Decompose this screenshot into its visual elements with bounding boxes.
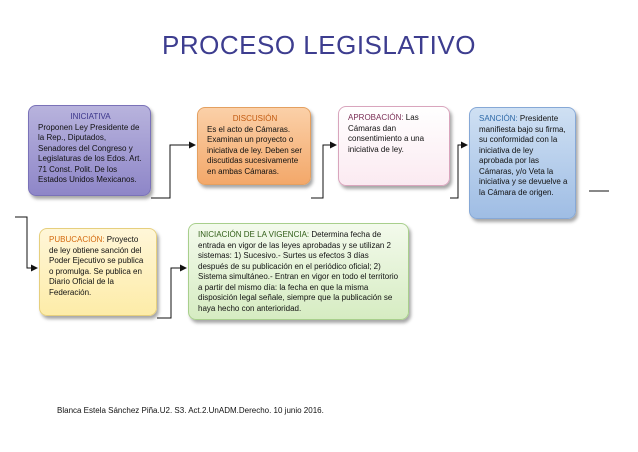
node-iniciativa-head: INICIATIVA xyxy=(70,112,111,121)
node-publicacion-text: Proyecto de ley obtiene sanción del Pode… xyxy=(49,235,144,297)
edge-discusion-aprobacion xyxy=(311,141,337,199)
edge-sancion-publicacion xyxy=(15,190,609,268)
node-sancion-head: SANCIÓN: xyxy=(479,114,518,123)
edge-publicacion-vigencia xyxy=(157,264,187,319)
node-vigencia-text: Determina fecha de entrada en vigor de l… xyxy=(198,230,399,313)
node-sancion-text: Presidente manifiesta bajo su firma, su … xyxy=(479,114,568,197)
page-title: PROCESO LEGISLATIVO xyxy=(162,30,476,60)
node-vigencia-head: INICIACIÓN DE LA VIGENCIA: xyxy=(198,230,310,239)
node-aprobacion: APROBACIÓN: Las Cámaras dan consentimien… xyxy=(338,106,450,186)
node-publicacion: PUBUCACIÓN: Proyecto de ley obtiene sanc… xyxy=(39,228,157,316)
node-vigencia: INICIACIÓN DE LA VIGENCIA: Determina fec… xyxy=(188,223,409,320)
node-iniciativa-text: Proponen Ley Presidente de la Rep., Dipu… xyxy=(38,122,142,185)
edge-aprobacion-sancion xyxy=(450,141,468,199)
node-discusion-text: Es el acto de Cámaras. Examinan un proye… xyxy=(207,124,303,176)
edge-iniciativa-discusion xyxy=(151,141,196,199)
node-discusion: DISCUSIÓN Es el acto de Cámaras. Examina… xyxy=(197,107,311,185)
node-publicacion-head: PUBUCACIÓN: xyxy=(49,235,105,244)
node-aprobacion-text: Las Cámaras dan consentimiento a una ini… xyxy=(348,113,425,154)
footer-credit: Blanca Estela Sánchez Piña.U2. S3. Act.2… xyxy=(57,406,324,415)
node-sancion: SANCIÓN: Presidente manifiesta bajo su f… xyxy=(469,107,576,219)
node-aprobacion-head: APROBACIÓN: xyxy=(348,113,404,122)
node-iniciativa: INICIATIVA Proponen Ley Presidente de la… xyxy=(28,105,151,196)
node-discusion-head: DISCUSIÓN xyxy=(232,114,278,123)
